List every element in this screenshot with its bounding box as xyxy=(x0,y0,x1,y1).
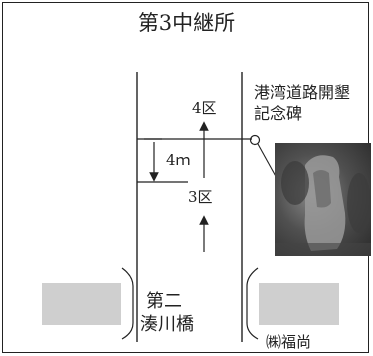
monument-photo-icon xyxy=(275,143,371,256)
monument-label-line2: 記念碑 xyxy=(254,104,303,123)
bridge-label-line1: 第二 xyxy=(146,291,182,312)
monument-label-line1: 港湾道路開墾 xyxy=(254,83,351,102)
distance-label: 4ｍ xyxy=(166,151,191,169)
monument-leader-line xyxy=(257,143,279,181)
bridge-label-line2: 湊川橋 xyxy=(140,314,194,335)
photo-credit: ㈱福尚 xyxy=(266,333,312,351)
bridge-bracket-right xyxy=(246,267,259,340)
zone-3-label: 3区 xyxy=(188,188,213,206)
bridge-bracket-left xyxy=(121,267,134,340)
zone-4-label: 4区 xyxy=(192,99,217,117)
page-title: 第3中継所 xyxy=(137,11,236,35)
monument-location-icon xyxy=(249,134,261,146)
bridge-parapet-right xyxy=(259,283,339,325)
monument-stone-icon xyxy=(275,155,371,256)
bridge-parapet-left xyxy=(42,283,121,325)
